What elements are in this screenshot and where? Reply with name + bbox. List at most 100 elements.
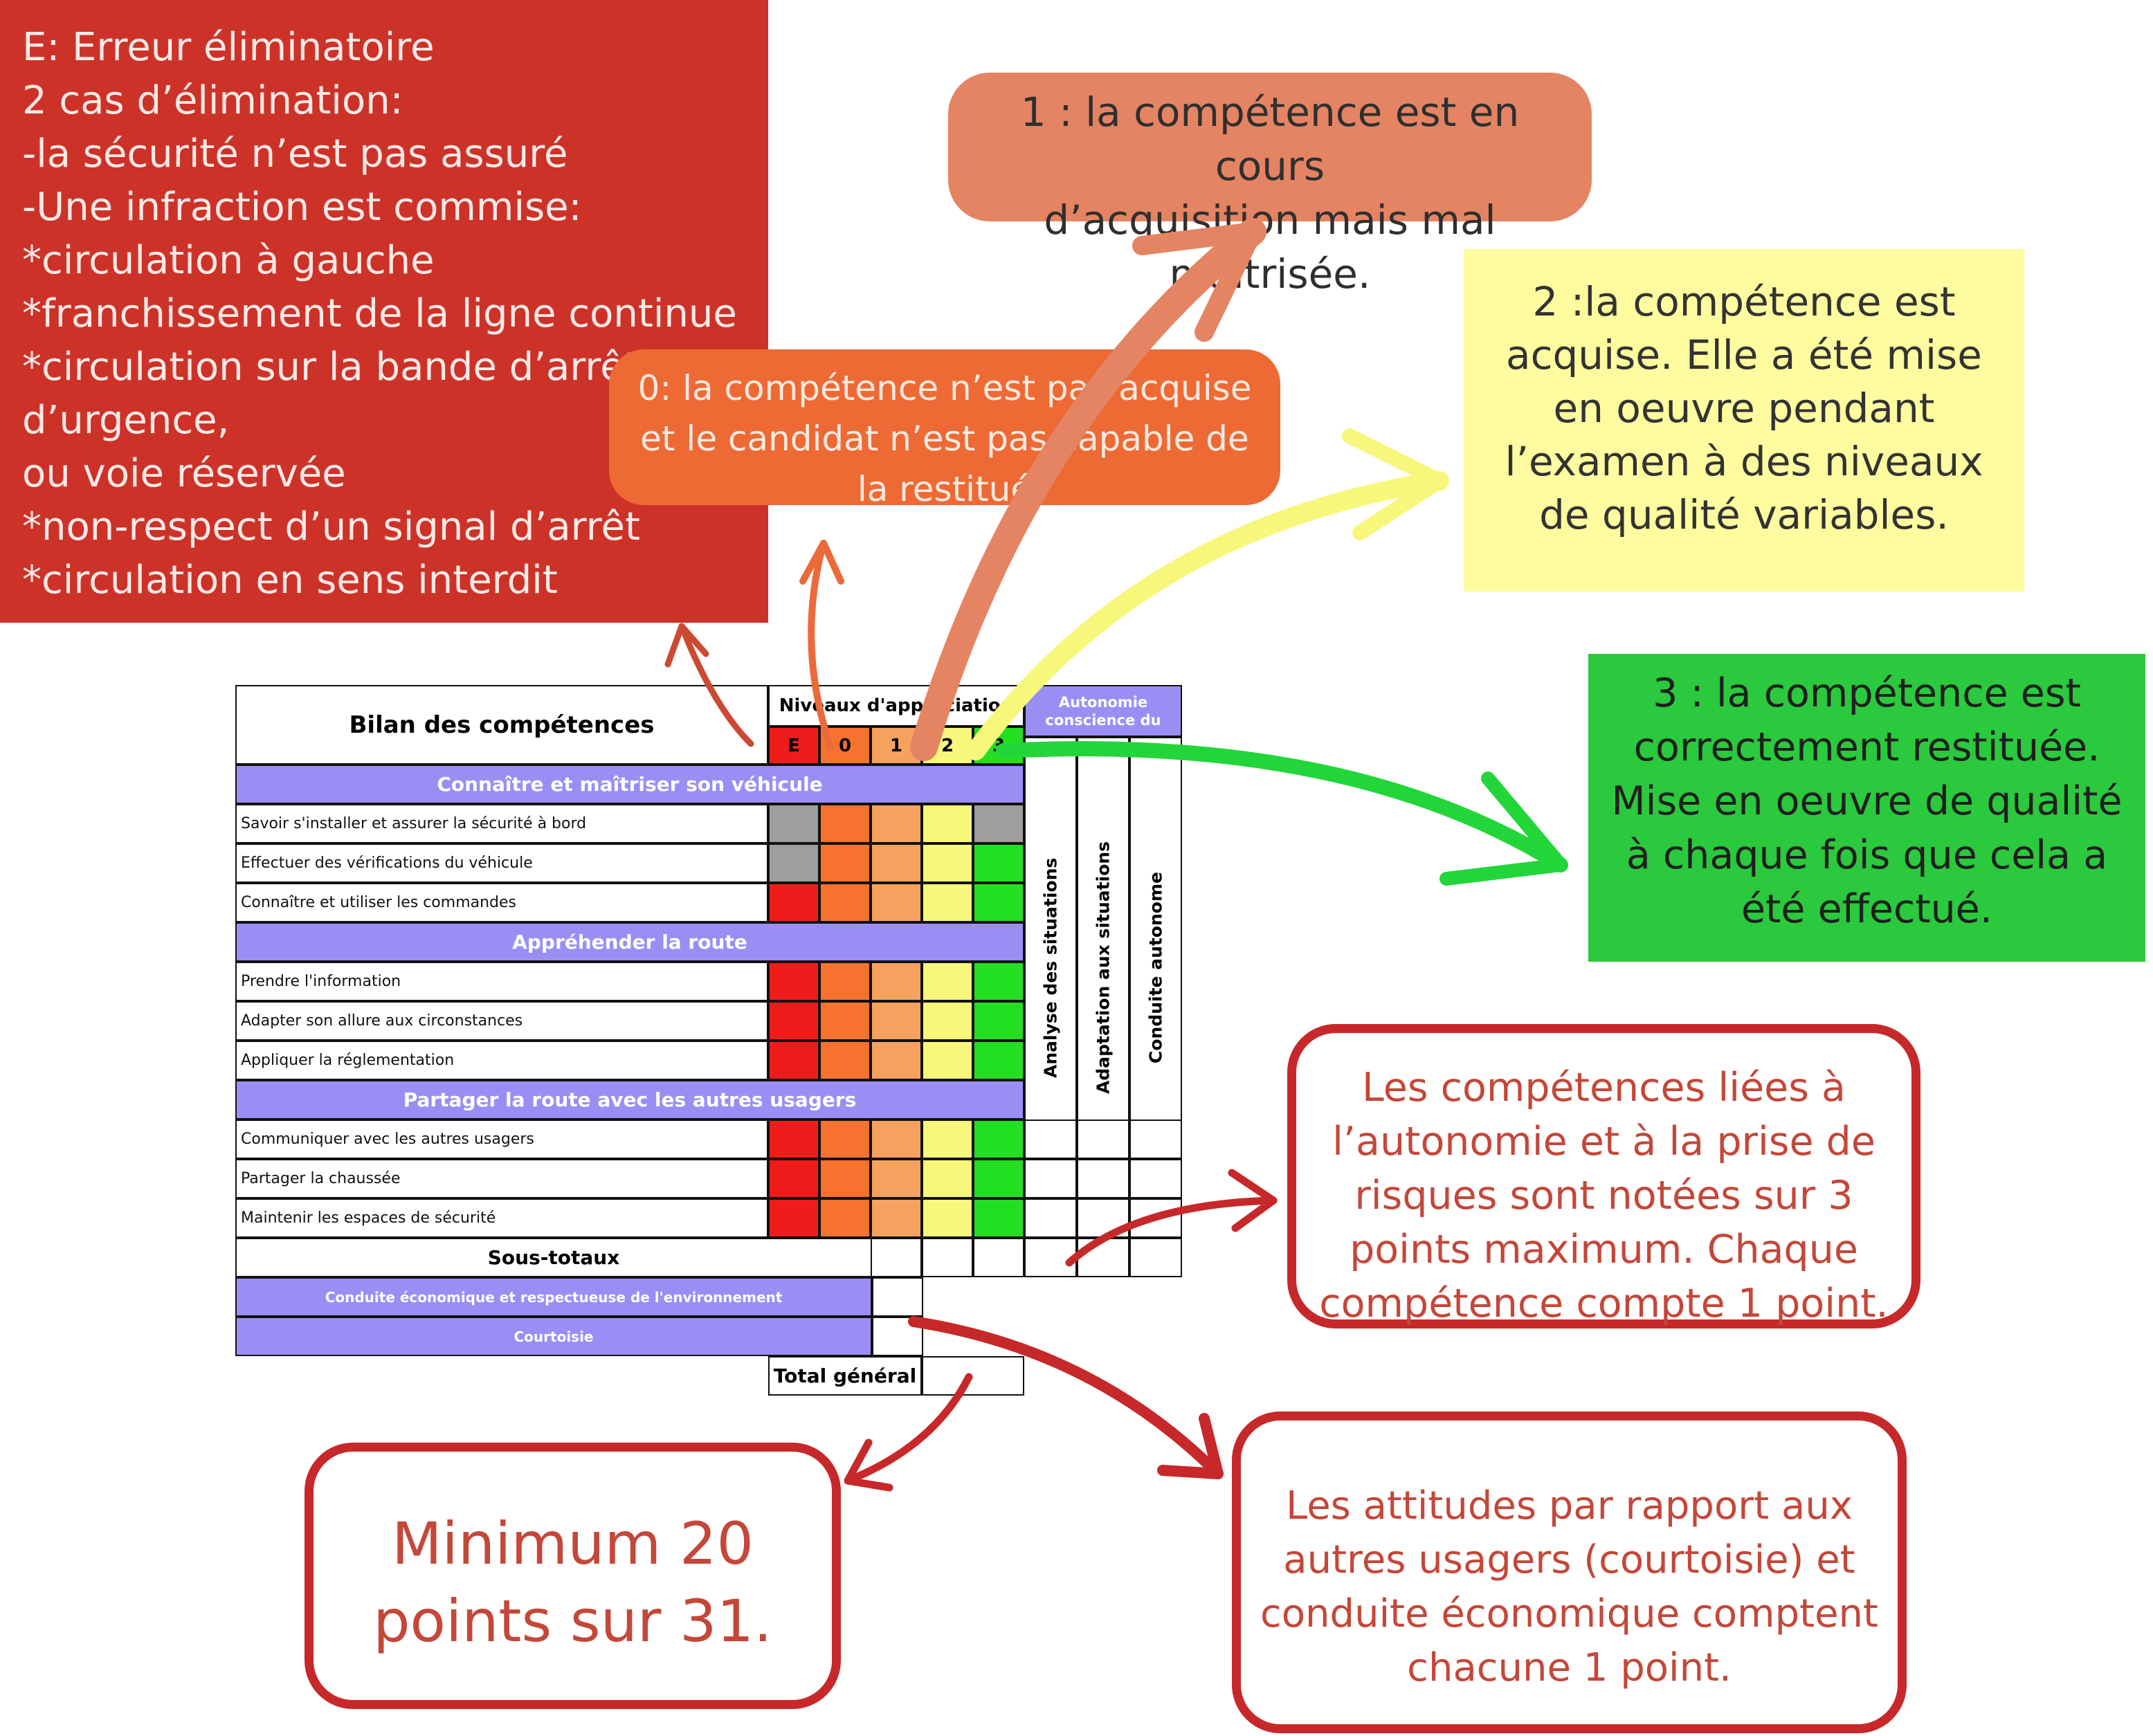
minimum-score-box: Minimum 20 points sur 31. — [305, 1443, 841, 1709]
level-cell — [973, 804, 1024, 843]
autonomie-header: Autonomie conscience du — [1024, 685, 1182, 737]
competence-row-label: Prendre l'information — [235, 962, 768, 1001]
level-cell — [922, 1041, 973, 1080]
competence-row-label: Connaître et utiliser les commandes — [235, 883, 768, 922]
level-cell — [768, 1041, 819, 1080]
level-cell — [871, 1159, 922, 1198]
table-title: Bilan des compétences — [235, 685, 768, 765]
level-cell — [768, 843, 819, 883]
level-cell — [768, 1120, 819, 1159]
level-cell — [922, 883, 973, 922]
arrowhead-level-3 — [1439, 771, 1568, 886]
level-cell — [819, 1041, 871, 1080]
level-cell — [819, 1120, 871, 1159]
level-cell — [768, 1198, 819, 1238]
autonomy-cell — [1077, 1159, 1129, 1198]
courtesy-cell — [872, 1317, 923, 1356]
level-cell — [819, 843, 871, 883]
level-cell — [819, 962, 871, 1001]
autonomy-cell — [1077, 1120, 1129, 1159]
level-cell — [871, 883, 922, 922]
level-cell — [871, 804, 922, 843]
attitudes-note-box: Les attitudes par rapport aux autres usa… — [1232, 1411, 1907, 1733]
level-cell — [819, 1001, 871, 1041]
level-header-0: 0 — [819, 727, 871, 765]
section-header: Connaître et maîtriser son véhicule — [235, 765, 1024, 804]
level-cell — [922, 1198, 973, 1238]
arrowhead-autonomy-note — [1228, 1169, 1278, 1232]
level-cell — [768, 962, 819, 1001]
arrowhead-minimum — [844, 1438, 893, 1492]
level-cell — [819, 883, 871, 922]
level-cell — [768, 804, 819, 843]
autonomy-cell — [1129, 1198, 1182, 1238]
subtotal-cell — [1024, 1238, 1077, 1277]
level-cell — [871, 1120, 922, 1159]
level-cell — [973, 1159, 1024, 1198]
level-2-box: 2 :la compétence est acquise. Elle a été… — [1464, 249, 2024, 592]
competence-row-label: Savoir s'installer et assurer la sécurit… — [235, 804, 768, 843]
section-header: Partager la route avec les autres usager… — [235, 1080, 1024, 1120]
total-cell — [922, 1356, 1024, 1396]
eco-cell — [872, 1277, 923, 1317]
level-cell — [871, 962, 922, 1001]
level-cell — [819, 804, 871, 843]
level-cell — [973, 1001, 1024, 1041]
level-cell — [922, 962, 973, 1001]
competence-row-label: Communiquer avec les autres usagers — [235, 1120, 768, 1159]
level-0-box: 0: la compétence n’est pas acquise et le… — [609, 349, 1280, 509]
subtotal-cell — [973, 1238, 1024, 1277]
autonomy-cell — [1077, 1198, 1129, 1238]
level-cell — [819, 1159, 871, 1198]
subtotal-label: Sous-totaux — [235, 1238, 872, 1277]
niveaux-header: Niveaux d'appréciation — [768, 685, 1024, 727]
subtotal-cell — [922, 1238, 973, 1277]
autonomy-note-box: Les compétences liées à l’autonomie et à… — [1287, 1024, 1920, 1328]
level-cell — [871, 1041, 922, 1080]
arrowhead-level-0 — [799, 540, 844, 585]
level-cell — [973, 1120, 1024, 1159]
level-cell — [973, 883, 1024, 922]
competence-row-label: Adapter son allure aux circonstances — [235, 1001, 768, 1041]
competence-row-label: Maintenir les espaces de sécurité — [235, 1198, 768, 1238]
autonomy-cell — [1129, 1120, 1182, 1159]
level-cell — [922, 1120, 973, 1159]
level-header-1: 1 — [871, 727, 922, 765]
level-cell — [768, 1001, 819, 1041]
competence-row-label: Partager la chaussée — [235, 1159, 768, 1198]
level-cell — [973, 1198, 1024, 1238]
total-label: Total général — [768, 1356, 922, 1396]
arrowhead-level-2 — [1342, 428, 1447, 540]
level-header-2: 2 — [922, 727, 973, 765]
subtotal-cell — [1077, 1238, 1129, 1277]
arrowhead-attitudes-note — [1157, 1413, 1224, 1479]
level-cell — [922, 1001, 973, 1041]
level-cell — [973, 962, 1024, 1001]
level-cell — [819, 1198, 871, 1238]
autonomy-cell — [1129, 1159, 1182, 1198]
subtotal-cell — [1129, 1238, 1182, 1277]
level-cell — [768, 1159, 819, 1198]
level-cell — [922, 1159, 973, 1198]
level-3-box: 3 : la compétence est correctement resti… — [1588, 654, 2145, 962]
level-1-box: 1 : la compétence est en cours d’acquisi… — [948, 73, 1592, 298]
level-header-3: 3 — [973, 727, 1024, 765]
level-cell — [973, 843, 1024, 883]
eco-driving-row: Conduite économique et respectueuse de l… — [235, 1277, 872, 1317]
subtotal-cell — [871, 1238, 922, 1277]
competence-row-label: Effectuer des vérifications du véhicule — [235, 843, 768, 883]
level-cell — [973, 1041, 1024, 1080]
arrowhead-elimination — [664, 623, 709, 668]
elimination-error-box: E: Erreur éliminatoire 2 cas d’éliminati… — [0, 0, 768, 623]
autonomy-cell — [1024, 1159, 1077, 1198]
level-header-E: E — [768, 727, 819, 765]
section-header: Appréhender la route — [235, 922, 1024, 962]
autonomy-cell — [1024, 1198, 1077, 1238]
autonomy-cell — [1024, 1120, 1077, 1159]
level-cell — [871, 1001, 922, 1041]
level-cell — [922, 804, 973, 843]
level-cell — [768, 883, 819, 922]
level-cell — [871, 1198, 922, 1238]
level-cell — [922, 843, 973, 883]
